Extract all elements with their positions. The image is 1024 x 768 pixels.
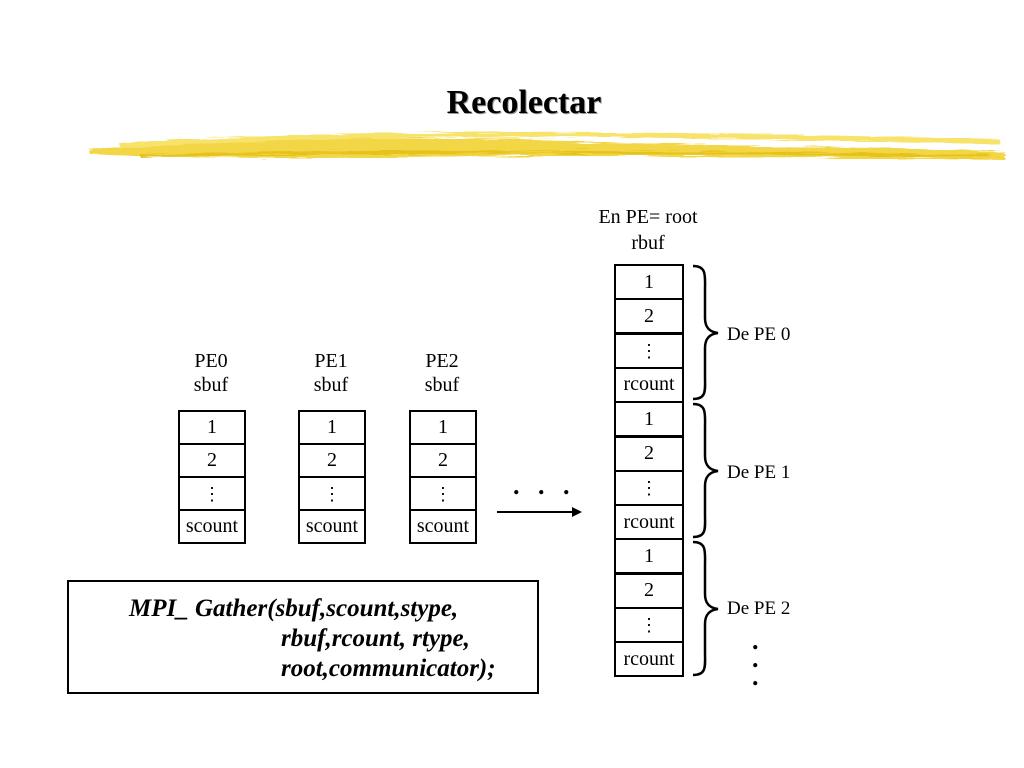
rbuf-cell: 1 <box>614 538 684 575</box>
buffer-cell: 1 <box>178 410 246 445</box>
buffer-cell: 2 <box>409 443 477 478</box>
buffer-cell: 2 <box>298 443 366 478</box>
buffer-cell: ⋮ <box>298 476 366 511</box>
mpi-gather-code-box: MPI_ Gather(sbuf,scount,stype, rbuf,rcou… <box>67 580 539 694</box>
root-label-line2: rbuf <box>631 232 665 254</box>
root-label-line1: En PE= root <box>598 206 698 228</box>
rbuf-cell: 2 <box>614 298 684 335</box>
rbuf-cell: rcount <box>614 366 684 403</box>
origin-label-pe2: De PE 2 <box>727 598 791 619</box>
rbuf-cell: rcount <box>614 641 684 678</box>
origin-label-pe0: De PE 0 <box>727 324 791 345</box>
rbuf-cell: 1 <box>614 264 684 300</box>
more-senders-ellipsis: . . . <box>513 471 576 500</box>
sender-buffer-name: sbuf <box>424 374 460 396</box>
code-line-3: root,communicator); <box>281 655 496 682</box>
rbuf-cell: ⋮ <box>614 607 684 643</box>
origin-label-pe1: De PE 1 <box>727 462 791 483</box>
page-title: Recolectar <box>446 84 602 121</box>
more-blocks-vertical-dots: ... <box>752 626 759 691</box>
rbuf-cell: 2 <box>614 572 684 609</box>
buffer-cell: scount <box>178 509 246 544</box>
sender-pe-name: PE1 <box>314 350 348 372</box>
sender-buffer-name: sbuf <box>313 374 349 396</box>
rbuf-cell: 1 <box>614 401 684 438</box>
buffer-cell: ⋮ <box>409 476 477 511</box>
rbuf-cell: ⋮ <box>614 332 684 369</box>
sender-pe-name: PE2 <box>425 350 459 372</box>
code-line-1: MPI_ Gather(sbuf,scount,stype, <box>129 595 459 622</box>
buffer-cell: 1 <box>298 410 366 445</box>
sender-buffer-name: sbuf <box>193 374 229 396</box>
root-buffer-label: En PE= root rbuf <box>588 206 708 254</box>
buffer-cell: scount <box>409 509 477 544</box>
buffer-cell: scount <box>298 509 366 544</box>
code-line-2: rbuf,rcount, rtype, <box>281 625 470 652</box>
sender-pe-name: PE0 <box>194 350 228 372</box>
